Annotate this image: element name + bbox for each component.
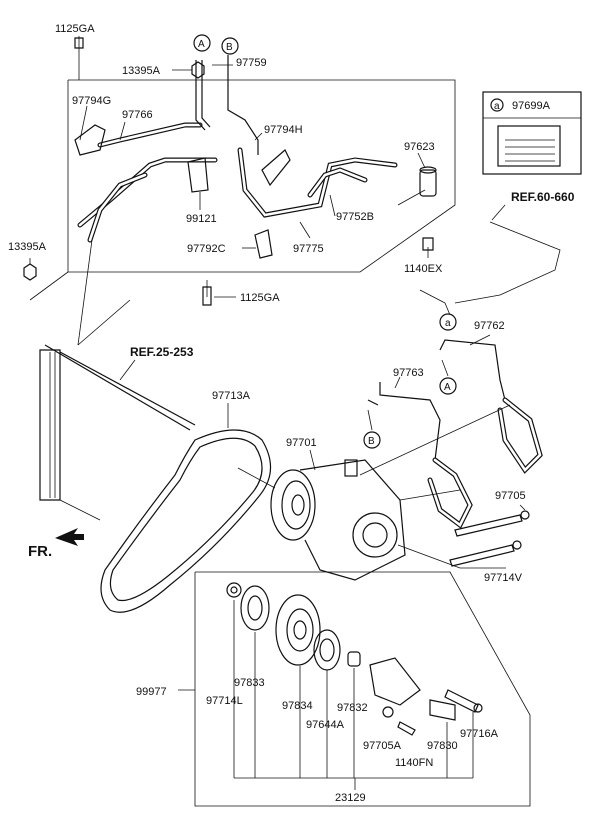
bolt-1125GA-bottom [202,286,212,306]
label-97716A: 97716A [460,728,499,740]
label-1125GA-top: 1125GA [55,23,95,35]
callout-a-top [193,34,211,52]
callout-b-mid [363,431,381,449]
label-97623: 97623 [404,141,435,153]
compressor-97701 [270,459,406,581]
kit-part-1140FN [397,721,416,736]
kit-part-97714L [226,582,242,598]
label-a-box: a [494,101,500,112]
kit-part-97834 [275,594,321,666]
label-23129: 23129 [335,792,366,804]
label-1140EX: 1140EX [404,263,443,275]
label-97833: 97833 [234,677,265,689]
bracket-97794H [261,149,291,187]
label-97766: 97766 [122,109,153,121]
label-97701: 97701 [286,437,317,449]
condenser-ref-25-253 [39,239,196,521]
clamp-99121 [187,157,209,193]
label-13395A-top: 13395A [122,65,161,77]
bracket-97794G [74,124,106,156]
kit-part-97830 [429,699,456,721]
label-97792C: 97792C [187,243,226,255]
label-b-top: B [226,42,233,53]
hose-97762 [439,339,543,474]
label-97713A: 97713A [212,390,251,402]
callout-b-top [221,37,239,55]
label-99977: 99977 [136,686,167,698]
receiver-drier-97623 [419,166,437,197]
label-97705: 97705 [495,490,526,502]
nut-13395A-left [23,263,37,281]
label-99121: 99121 [186,213,217,225]
label-97794H: 97794H [264,124,303,136]
bolt-97705 [454,510,530,537]
label-box-97699A [482,91,582,175]
label-97752B: 97752B [336,211,374,223]
label-1140FN: 1140FN [395,757,433,769]
label-97832: 97832 [337,702,368,714]
kit-box-frame [194,571,531,807]
label-a: a [445,318,451,329]
bolt-1125GA-top [74,37,84,49]
kit-part-97833 [240,585,270,631]
label-1125GA-bottom: 1125GA [240,292,280,304]
label-97830: 97830 [427,740,458,752]
bolt-97714V [449,540,522,567]
kit-part-97716A [444,689,483,713]
label-97759: 97759 [236,57,267,69]
label-97644A: 97644A [306,719,345,731]
label-97762: 97762 [474,320,505,332]
hood-ref-60-660 [419,204,561,316]
label-97763: 97763 [393,367,424,379]
label-97714L: 97714L [206,695,243,707]
clamp-97792C [254,229,273,259]
upper-hose-97766 [77,122,218,243]
ref-60-660: REF.60-660 [511,190,575,204]
drive-belt-97713A [100,429,272,613]
ref-25-253: REF.25-253 [130,345,194,359]
bolt-1140EX [422,237,434,251]
callout-a-mid-a [439,313,457,331]
label-a-top: A [198,39,205,50]
upper-assembly-frame [67,79,456,273]
kit-part-97705A [369,657,421,718]
upper-pipe-97759 [195,55,259,155]
upper-hose-97775 [237,147,398,218]
label-97705A: 97705A [363,740,402,752]
callout-a-mid [439,377,457,395]
label-97775: 97775 [293,243,324,255]
label-front: FR. [28,543,52,560]
label-97834: 97834 [282,700,313,712]
kit-part-97644A [313,629,341,671]
label-13395A-left: 13395A [8,241,47,253]
front-arrow-icon [55,528,84,546]
label-b-mid: B [368,436,375,447]
label-a-mid: A [444,382,451,393]
hose-97763 [367,382,473,529]
nut-13395A-top [191,61,205,79]
label-97794G: 97794G [72,95,111,107]
kit-part-97832 [347,651,361,667]
label-97714V: 97714V [484,572,523,584]
label-97699A: 97699A [512,100,551,112]
